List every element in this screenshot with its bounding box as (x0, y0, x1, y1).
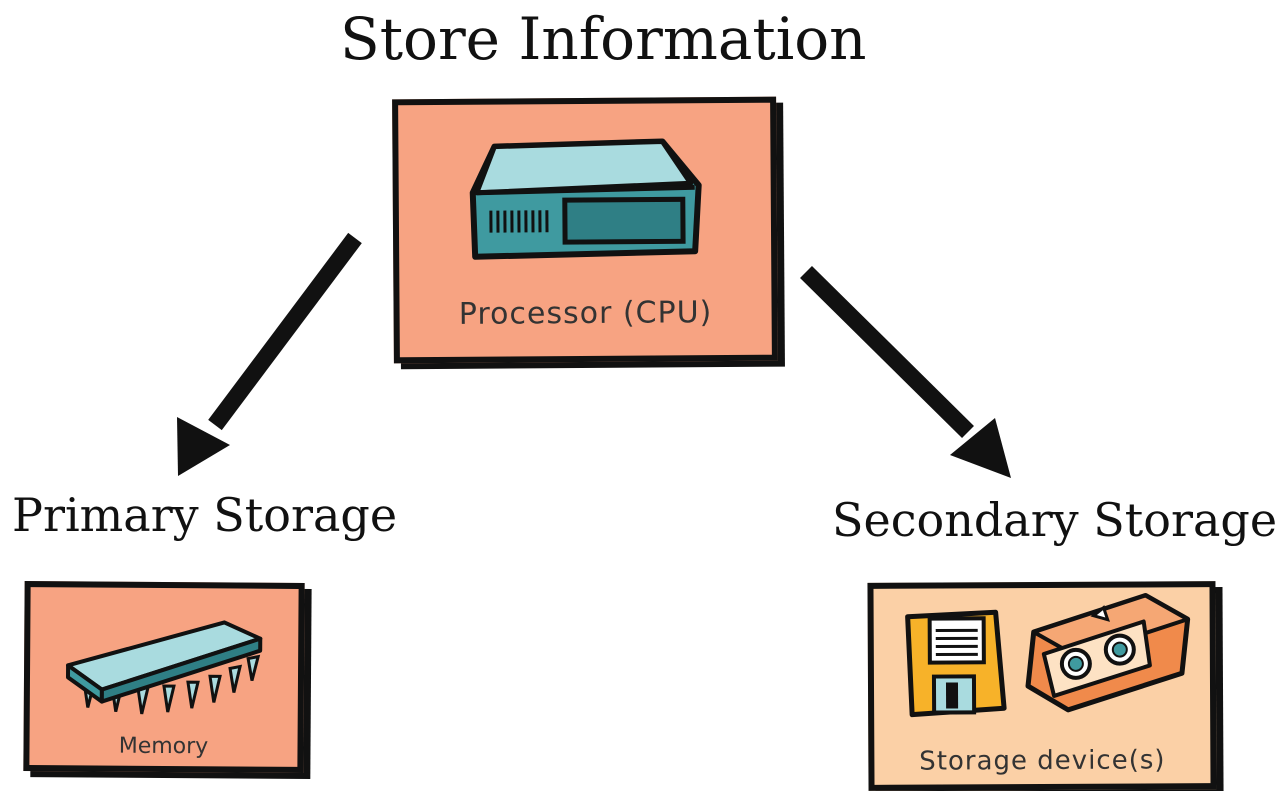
processor-card: Processor (CPU) (392, 96, 778, 364)
diagram-title: Store Information (340, 5, 867, 73)
cpu-box-icon (469, 138, 702, 260)
memory-card: Memory (23, 581, 305, 773)
arrow-to-primary (177, 232, 362, 476)
cassette-tape-icon (1025, 592, 1191, 713)
processor-label: Processor (CPU) (458, 295, 713, 332)
memory-label: Memory (118, 733, 209, 760)
arrow-to-secondary (800, 265, 1011, 478)
storage-card: Storage device(s) (867, 581, 1217, 791)
floppy-disk-icon (905, 609, 1007, 718)
primary-storage-heading: Primary Storage (12, 488, 398, 542)
storage-label: Storage device(s) (919, 745, 1166, 777)
memory-chip-icon (65, 620, 263, 715)
secondary-storage-heading: Secondary Storage (832, 493, 1276, 547)
